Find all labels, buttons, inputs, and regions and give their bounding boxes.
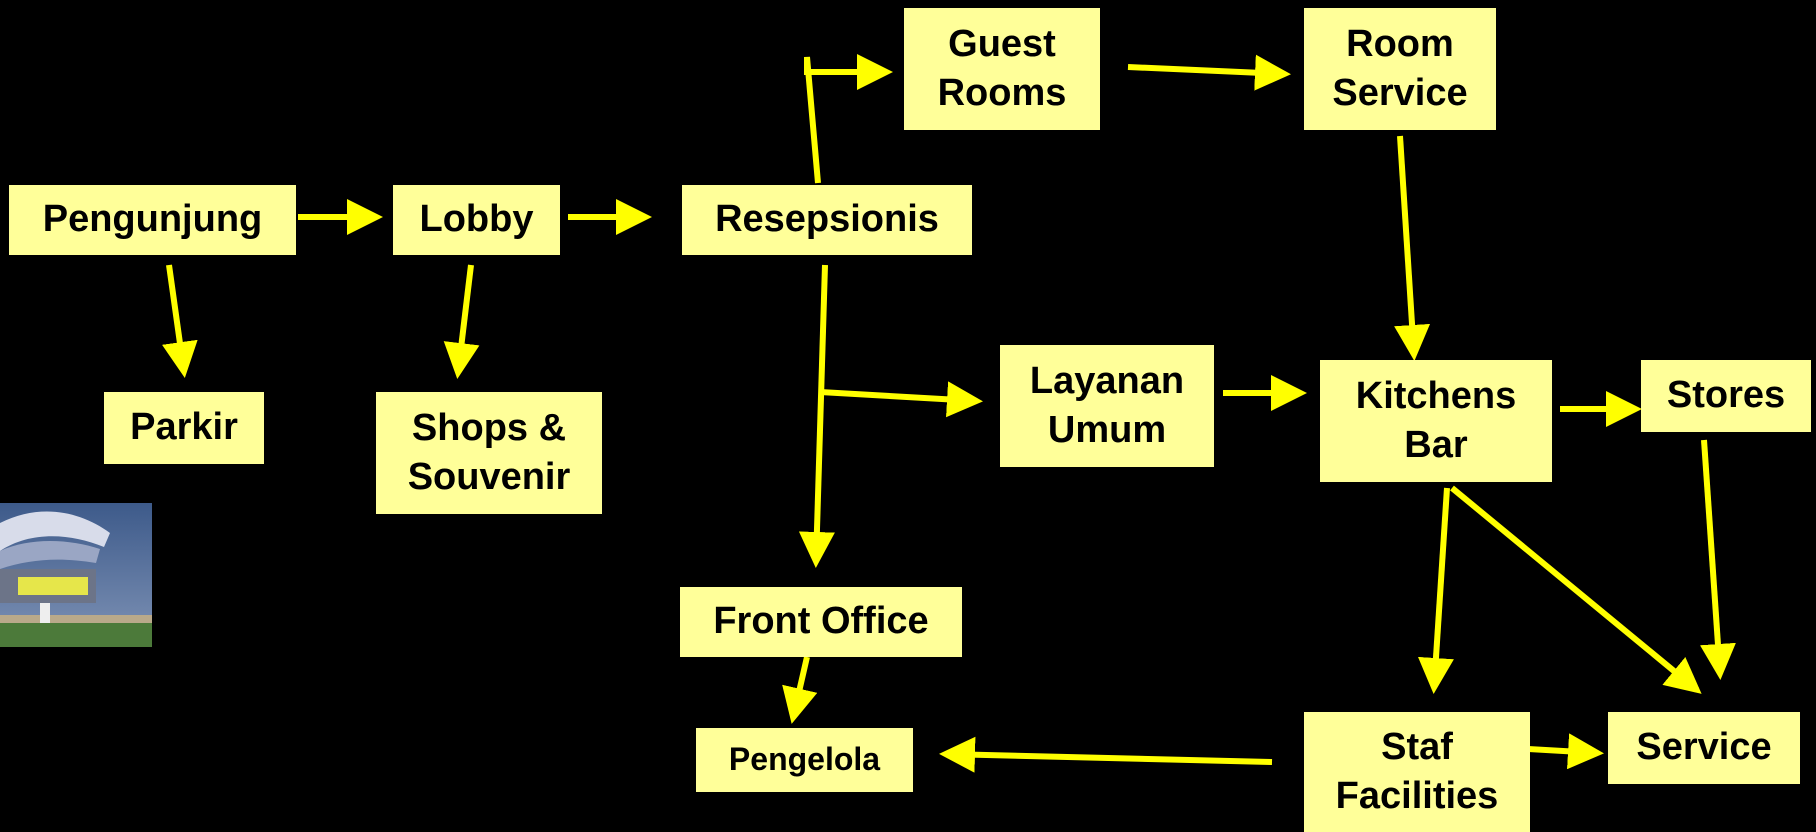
node-pengunjung: Pengunjung [9,185,296,255]
node-resepsionis: Resepsionis [682,185,972,255]
node-front-office: Front Office [680,587,962,657]
arrow-lobby-shops [443,264,480,379]
node-shops-souvenir: Shops & Souvenir [376,392,602,514]
arrow-kitchens-bar-service [1450,485,1702,694]
arrow-pengunjung-parkir [162,264,198,378]
arrow-resepsionis-guest-rooms [804,54,893,184]
arrow-guest-rooms-room-service [1127,54,1291,91]
building-photo-icon [0,503,152,647]
arrow-room-service-kitchens-bar [1394,135,1431,361]
node-lobby: Lobby [393,185,560,255]
arrow-resepsionis-front-office [798,264,835,568]
node-pengelola: Pengelola [696,728,913,792]
node-stores: Stores [1641,360,1811,432]
node-layanan-umum: Layanan Umum [1000,345,1214,467]
node-staf-facilities: Staf Facilities [1304,712,1530,832]
arrow-front-office-pengelola [782,656,818,724]
node-kitchens-bar: Kitchens Bar [1320,360,1552,482]
node-room-service: Room Service [1304,8,1496,130]
arrow-staf-facilities-pengelola [939,736,1273,773]
arrow-resepsionis-layanan-umum [819,381,983,418]
arrow-kitchens-bar-staf-facilities [1417,487,1454,694]
arrow-stores-service [1699,439,1736,680]
node-guest-rooms: Guest Rooms [904,8,1100,130]
node-parkir: Parkir [104,392,264,464]
node-service: Service [1608,712,1800,784]
